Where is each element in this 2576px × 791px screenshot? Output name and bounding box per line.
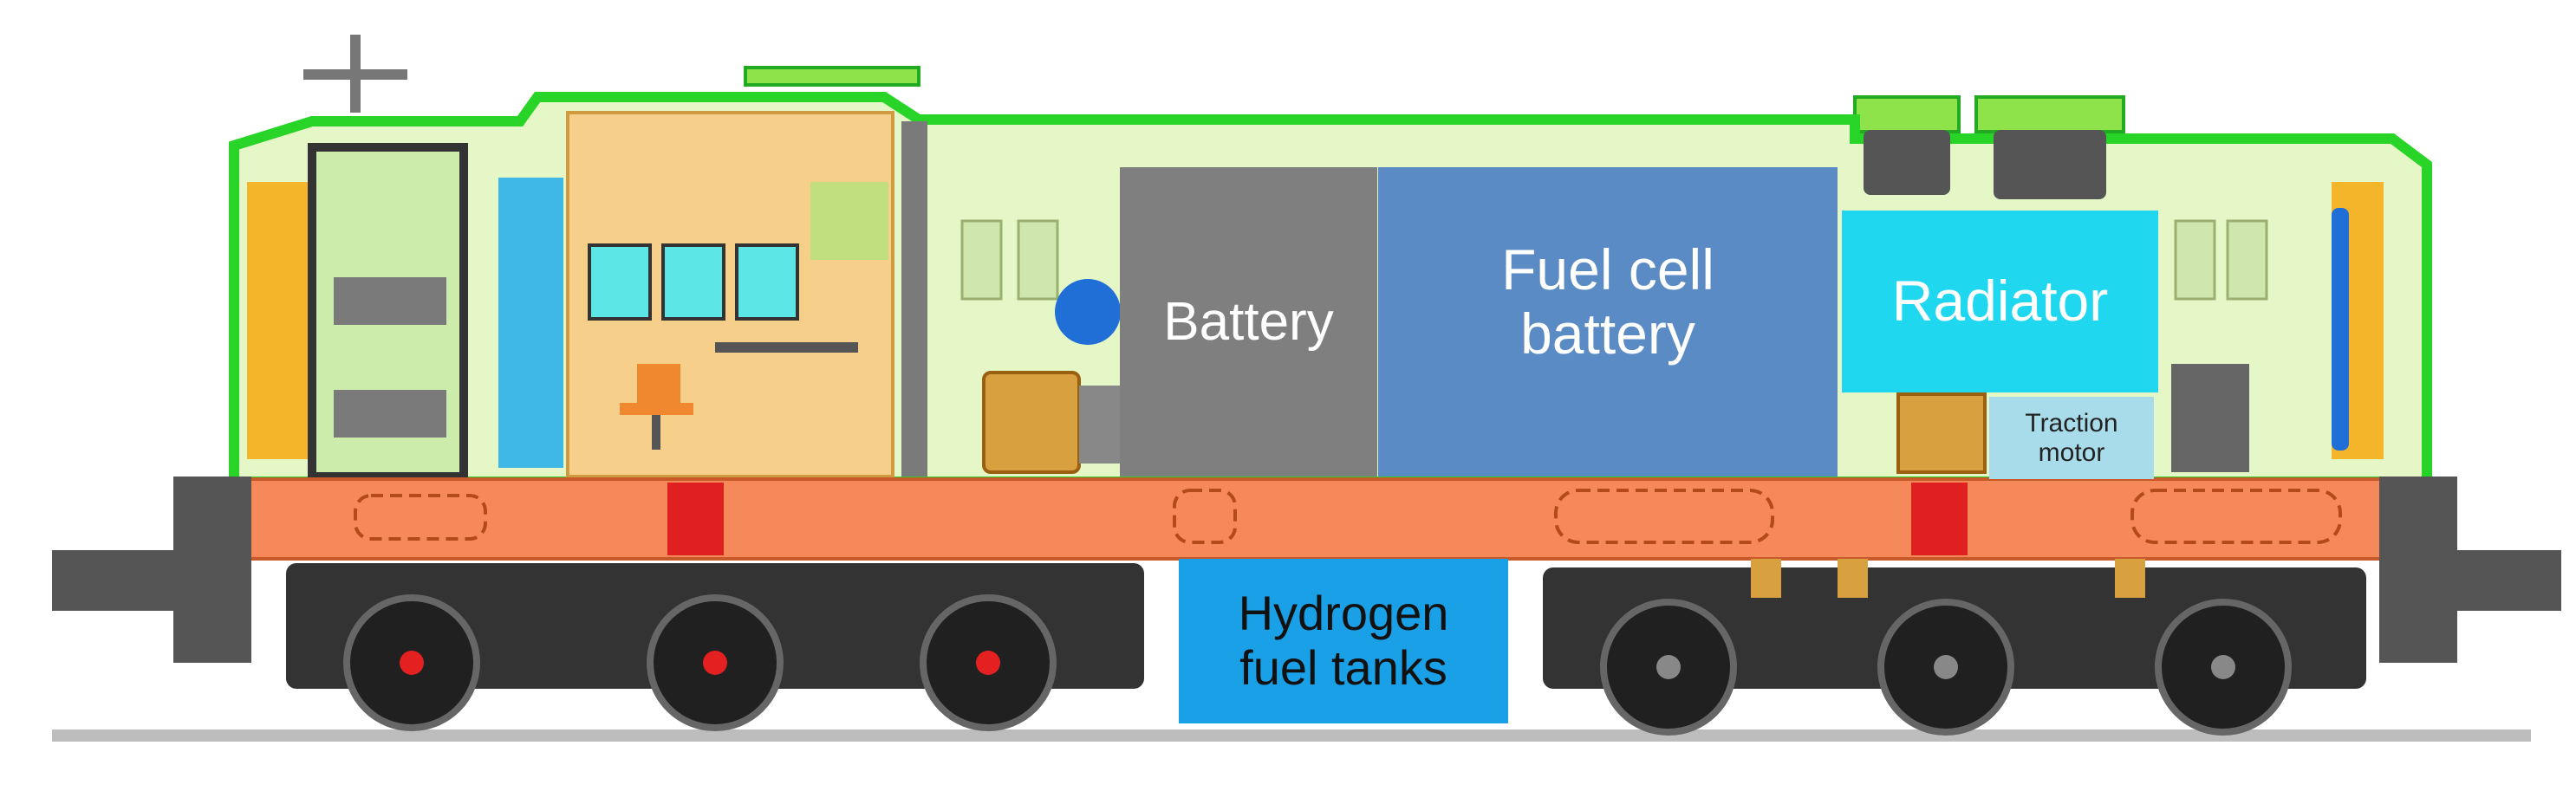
- cab: [566, 111, 894, 478]
- roof-equipment: [744, 66, 2125, 133]
- traction-motor-block: Traction motor: [1989, 397, 2154, 479]
- equipment-rack: [308, 143, 468, 481]
- battery-block: Battery: [1120, 167, 1377, 477]
- frame-tank-outlines: [354, 489, 2342, 544]
- hydrogen-fuel-tanks-block: Hydrogen fuel tanks: [1179, 559, 1508, 723]
- rear-pipe: [2332, 208, 2349, 451]
- buffers: [52, 477, 2561, 663]
- rear-wheel-hubs: [1656, 655, 2235, 679]
- fuel-cell-battery-block: Fuel cell battery: [1378, 167, 1838, 477]
- electrical-cabinet: [498, 178, 563, 468]
- fuel-cell-battery-label: Fuel cell battery: [1501, 237, 1714, 366]
- cab-rear-wall: [901, 121, 927, 477]
- battery-label: Battery: [1163, 291, 1334, 352]
- radiator-block: Radiator: [1842, 211, 2158, 392]
- motor-unit: [2171, 364, 2249, 472]
- front-stripe: [247, 182, 308, 459]
- motor-box: [1896, 392, 1987, 474]
- hydrogen-fuel-tanks-label: Hydrogen fuel tanks: [1238, 586, 1449, 695]
- driver-seat: [620, 364, 693, 450]
- rail: [52, 729, 2531, 742]
- traction-motor-label: Traction motor: [2025, 408, 2118, 467]
- generator-box: [982, 371, 1081, 474]
- blue-tank: [1055, 279, 1121, 345]
- cooling-fans: [1864, 130, 2106, 199]
- generator-shaft: [1079, 386, 1122, 464]
- springs: [1751, 559, 2145, 598]
- wheels: [343, 594, 2292, 736]
- frame-block-1: [667, 483, 724, 555]
- underframe: [245, 477, 2433, 561]
- frame-block-2: [1911, 483, 1968, 555]
- horn: [303, 35, 407, 113]
- engine-room-doors: [960, 219, 2268, 301]
- wheel-hubs: [400, 651, 1000, 675]
- radiator-label: Radiator: [1891, 269, 2109, 334]
